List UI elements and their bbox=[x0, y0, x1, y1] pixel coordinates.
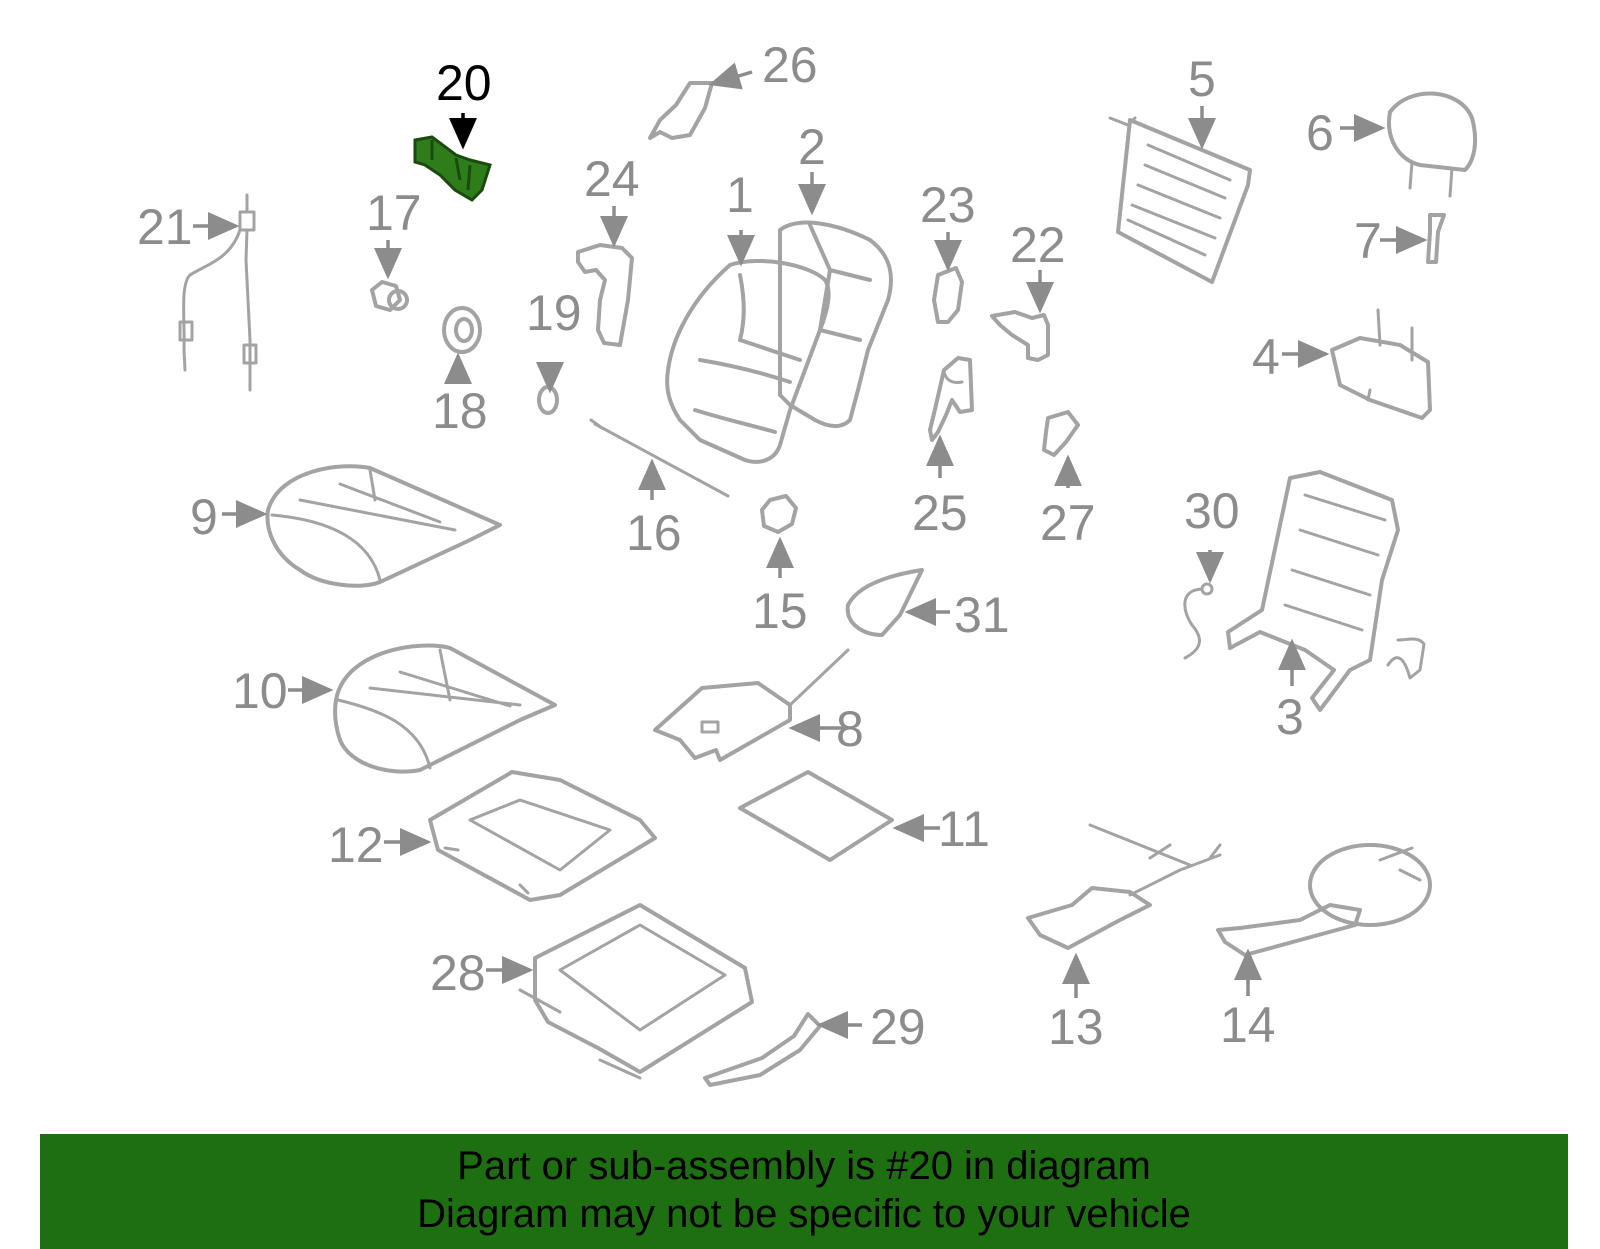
callout-19: 19 bbox=[526, 285, 582, 341]
part-6-headrest bbox=[1387, 91, 1478, 198]
callout-25: 25 bbox=[912, 485, 968, 541]
part-26-trim bbox=[648, 81, 714, 140]
callout-20: 20 bbox=[436, 55, 492, 111]
callout-6: 6 bbox=[1306, 105, 1334, 161]
callout-28: 28 bbox=[430, 945, 486, 1001]
callout-10: 10 bbox=[232, 663, 288, 719]
part-15-knob bbox=[760, 494, 798, 534]
callout-22: 22 bbox=[1010, 217, 1066, 273]
callout-labels: 20 21 17 18 19 26 24 1 2 16 15 23 22 25 … bbox=[137, 37, 1382, 1055]
part-5-back-panel bbox=[1108, 116, 1252, 284]
seat-parts-diagram: 20 21 17 18 19 26 24 1 2 16 15 23 22 25 … bbox=[137, 37, 1478, 1087]
callout-9: 9 bbox=[190, 489, 218, 545]
part-7-guide bbox=[1426, 213, 1446, 264]
part-1-seat-back bbox=[665, 258, 831, 464]
part-8-pad bbox=[653, 648, 850, 762]
callout-26: 26 bbox=[762, 37, 818, 93]
part-14-frame bbox=[1216, 843, 1432, 957]
callout-11: 11 bbox=[938, 801, 990, 857]
callout-7: 7 bbox=[1354, 213, 1382, 269]
part-4-bracket bbox=[1330, 308, 1432, 420]
part-16-rod bbox=[589, 418, 730, 498]
part-22-bracket bbox=[990, 310, 1050, 362]
callout-5: 5 bbox=[1188, 51, 1216, 107]
part-27-clip bbox=[1042, 410, 1080, 457]
part-24-cover bbox=[576, 243, 634, 347]
part-31-pad bbox=[845, 568, 924, 637]
callout-1: 1 bbox=[726, 167, 754, 223]
part-18-ring bbox=[442, 306, 482, 354]
callout-8: 8 bbox=[836, 701, 864, 757]
part-17-clip bbox=[370, 280, 409, 312]
callout-2: 2 bbox=[798, 119, 826, 175]
callout-29: 29 bbox=[870, 999, 926, 1055]
part-29-trim bbox=[703, 1012, 822, 1087]
part-10-cushion-cover bbox=[333, 643, 557, 774]
callout-17: 17 bbox=[366, 185, 422, 241]
part-3-back-frame bbox=[1226, 470, 1426, 712]
callout-30: 30 bbox=[1184, 483, 1240, 539]
part-13-harness bbox=[1026, 823, 1222, 950]
part-30-cable bbox=[1183, 582, 1214, 660]
callout-4: 4 bbox=[1252, 329, 1280, 385]
info-banner: Part or sub-assembly is #20 in diagram D… bbox=[40, 1134, 1568, 1249]
part-20-bracket[interactable] bbox=[413, 135, 492, 202]
callout-3: 3 bbox=[1276, 689, 1304, 745]
callout-14: 14 bbox=[1220, 997, 1276, 1053]
callout-12: 12 bbox=[328, 817, 384, 873]
part-11-mat bbox=[738, 770, 894, 862]
callout-21: 21 bbox=[137, 199, 193, 255]
callout-arrows bbox=[193, 62, 1428, 1039]
callout-24: 24 bbox=[584, 151, 640, 207]
banner-line-1: Part or sub-assembly is #20 in diagram bbox=[457, 1144, 1151, 1188]
callout-23: 23 bbox=[920, 177, 976, 233]
part-28-seat-frame bbox=[518, 903, 754, 1080]
callout-18: 18 bbox=[432, 383, 488, 439]
part-23-trim bbox=[932, 266, 964, 324]
part-21-wire bbox=[178, 193, 258, 392]
part-19-washer bbox=[537, 385, 559, 415]
callout-16: 16 bbox=[626, 505, 682, 561]
callout-27: 27 bbox=[1040, 495, 1096, 551]
callout-13: 13 bbox=[1048, 999, 1104, 1055]
banner-line-2: Diagram may not be specific to your vehi… bbox=[417, 1192, 1191, 1236]
callout-31: 31 bbox=[954, 587, 1010, 643]
part-12-seat-pan bbox=[428, 770, 657, 902]
callout-15: 15 bbox=[752, 583, 808, 639]
part-9-seat-cushion bbox=[265, 464, 502, 588]
part-25-cover bbox=[928, 356, 974, 442]
